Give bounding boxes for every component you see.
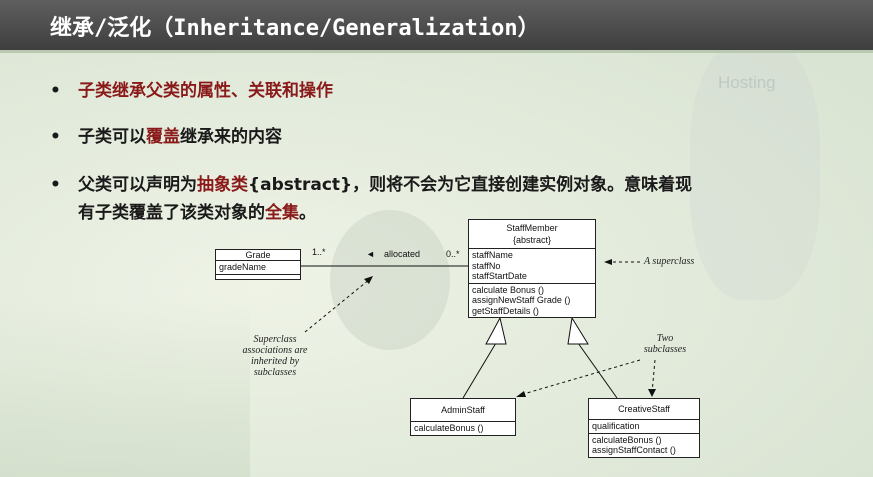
arrowhead-icon <box>364 276 373 284</box>
note-two-subclasses: Two subclasses <box>630 333 700 355</box>
note-arrow-inherited <box>304 278 371 333</box>
class-name: StaffMember <box>506 223 558 233</box>
class-attributes: qualification <box>589 420 699 434</box>
operation: calculateBonus () <box>414 423 484 433</box>
generalization-arrowhead <box>485 316 507 345</box>
note-superclass: A superclass <box>644 256 695 267</box>
arrowhead-icon <box>516 391 526 397</box>
uml-class-creativestaff: CreativeStaff qualification calculateBon… <box>588 398 700 458</box>
bullet-text-part: 。 <box>299 203 316 223</box>
note-inherited: Superclass associations are inherited by… <box>222 334 328 378</box>
bullet-text-part: ，则将不会为它直接创建实例对象。意味着现 <box>352 175 693 195</box>
note-arrow-two-admin <box>519 359 641 396</box>
generalization-arrowhead <box>567 316 589 345</box>
bullet-dot-icon: • <box>50 81 61 101</box>
title-bar: 继承/泛化（Inheritance/Generalization） <box>0 0 873 50</box>
operation: assignStaffContact () <box>592 445 676 455</box>
bullet-text-red: 全集 <box>265 203 299 223</box>
generalization-line-admin <box>462 342 497 399</box>
bullet-dot-icon: • <box>50 175 61 195</box>
class-name: Grade <box>216 250 300 261</box>
bullet-text-part: 子类可以 <box>78 127 146 147</box>
bullet-text: 子类可以覆盖继承来的内容 <box>78 124 282 150</box>
bullet-text-red: 覆盖 <box>146 127 180 147</box>
note-line: subclasses <box>643 344 687 355</box>
class-operations <box>216 275 300 279</box>
attribute: gradeName <box>219 262 267 272</box>
class-attributes: staffName staffNo staffStartDate <box>469 249 595 284</box>
bullet-text-red: 子类继承父类的属性、关联和操作 <box>78 81 333 101</box>
note-line: Superclass <box>253 334 297 345</box>
uml-class-adminstaff: AdminStaff calculateBonus () <box>410 398 516 436</box>
operation: getStaffDetails () <box>472 305 539 316</box>
arrowhead-icon <box>648 389 656 397</box>
slide-title: 继承/泛化（Inheritance/Generalization） <box>50 16 540 41</box>
note-line: inherited by <box>250 356 300 367</box>
class-stereotype: {abstract} <box>512 235 552 245</box>
attribute: staffStartDate <box>472 271 527 281</box>
bullet-text-part: {abstract} <box>248 175 353 195</box>
class-header: StaffMember {abstract} <box>469 220 595 249</box>
class-operations: calculateBonus () assignStaffContact () <box>589 434 699 457</box>
note-line: subclasses <box>253 367 297 378</box>
arrowhead-icon <box>604 259 612 265</box>
bullet-dot-icon: • <box>50 127 61 147</box>
association-direction-icon: ◄ <box>366 249 375 259</box>
class-name: AdminStaff <box>411 399 515 422</box>
bullet-text-part: 有子类覆盖了该类对象的 <box>78 203 265 223</box>
bullet-text-part: 继承来的内容 <box>180 127 282 147</box>
note-arrow-two-creative <box>651 359 656 394</box>
operation: calculateBonus () <box>592 434 662 445</box>
bullet-text: 子类继承父类的属性、关联和操作 <box>78 78 333 104</box>
multiplicity-right: 0..* <box>446 249 460 259</box>
multiplicity-left: 1..* <box>312 247 326 257</box>
association-label: allocated <box>384 249 421 259</box>
class-attributes: gradeName <box>216 261 300 275</box>
watermark-text: Hosting <box>718 73 776 92</box>
attribute: qualification <box>592 421 640 431</box>
bullet-text: 父类可以声明为抽象类{abstract}，则将不会为它直接创建实例对象。意味着现 <box>78 172 692 198</box>
note-line: associations are <box>242 345 308 356</box>
attribute: staffNo <box>472 260 501 271</box>
class-operations: calculateBonus () <box>411 422 515 435</box>
class-operations: calculate Bonus () assignNewStaff Grade … <box>469 284 595 318</box>
uml-class-grade: Grade gradeName <box>215 249 301 280</box>
bullet-text-part: 父类可以声明为 <box>78 175 197 195</box>
uml-class-staffmember: StaffMember {abstract} staffName staffNo… <box>468 219 596 318</box>
background-foliage <box>0 300 250 477</box>
background-figure <box>690 40 820 300</box>
bullet-text-red: 抽象类 <box>197 175 248 195</box>
note-line: Two <box>656 333 674 344</box>
bullet-3-continuation: 有子类覆盖了该类对象的全集。 <box>78 200 316 226</box>
class-name: CreativeStaff <box>589 399 699 420</box>
attribute: staffName <box>472 250 513 260</box>
operation: calculate Bonus () <box>472 284 545 295</box>
generalization-line-creative <box>577 342 618 399</box>
operation: assignNewStaff Grade () <box>472 295 571 305</box>
title-underline <box>0 50 873 53</box>
background-figure <box>330 210 450 350</box>
